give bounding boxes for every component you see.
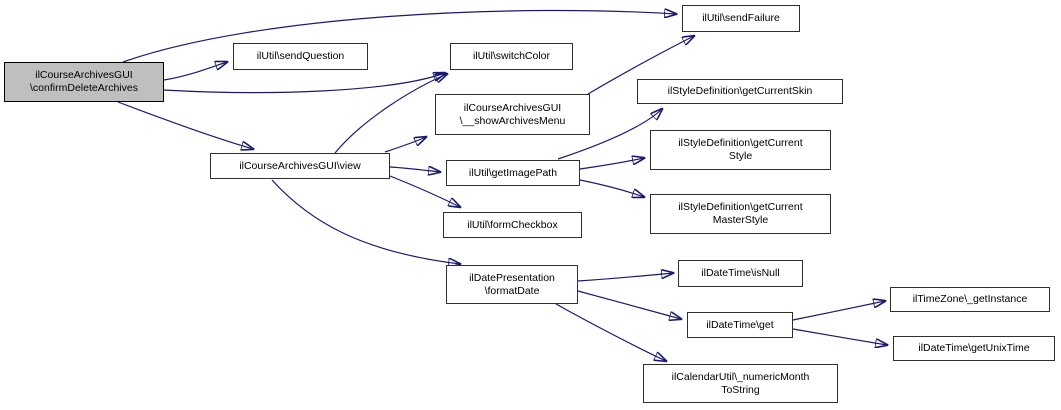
edge-confirmDeleteArchives-sendQuestion xyxy=(163,62,227,81)
node-get-current-style[interactable]: ilStyleDefinition\getCurrent Style xyxy=(650,130,831,170)
node-get-current-master-style[interactable]: ilStyleDefinition\getCurrent MasterStyle xyxy=(650,194,831,234)
node-show-archives-menu[interactable]: ilCourseArchivesGUI \__showArchivesMenu xyxy=(435,94,590,135)
edge-get-getUnixTime xyxy=(792,328,887,345)
edge-confirmDeleteArchives-switchColor xyxy=(163,73,445,94)
node-form-checkbox[interactable]: ilUtil\formCheckbox xyxy=(443,212,582,238)
edge-formatDate-get xyxy=(577,290,681,319)
edge-formatDate-isNull xyxy=(577,273,673,282)
node-view[interactable]: ilCourseArchivesGUI\view xyxy=(210,153,390,179)
edge-view-switchColor xyxy=(334,74,447,154)
node-is-null[interactable]: ilDateTime\isNull xyxy=(678,260,803,287)
node-send-failure[interactable]: ilUtil\sendFailure xyxy=(682,5,800,32)
node-timezone-get-instance[interactable]: ilTimeZone\_getInstance xyxy=(890,287,1050,312)
node-get-unix-time[interactable]: ilDateTime\getUnixTime xyxy=(893,336,1055,361)
node-numeric-month-to-string[interactable]: ilCalendarUtil\_numericMonth ToString xyxy=(643,364,838,403)
edge-getImagePath-getCurrentSkin xyxy=(557,109,662,160)
edge-view-getImagePath xyxy=(389,167,440,172)
edge-confirmDeleteArchives-view xyxy=(117,101,253,149)
node-date-time-get[interactable]: ilDateTime\get xyxy=(687,312,793,338)
edge-confirmDeleteArchives-sendFailure xyxy=(122,10,676,63)
edge-view-showArchivesMenu xyxy=(384,137,426,153)
node-send-question[interactable]: ilUtil\sendQuestion xyxy=(233,43,368,70)
node-switch-color[interactable]: ilUtil\switchColor xyxy=(450,43,573,70)
edge-formatDate-numericMonthToString xyxy=(555,303,666,361)
edge-getImagePath-getCurrentMasterStyle xyxy=(579,179,644,197)
edge-getImagePath-getCurrentStyle xyxy=(579,158,644,170)
node-confirm-delete-archives: ilCourseArchivesGUI \confirmDeleteArchiv… xyxy=(4,62,164,102)
edge-view-formatDate xyxy=(271,179,460,264)
node-get-current-skin[interactable]: ilStyleDefinition\getCurrentSkin xyxy=(637,79,843,104)
edge-showArchivesMenu-sendFailure xyxy=(587,36,694,95)
edge-get-getInstance xyxy=(792,301,885,321)
node-get-image-path[interactable]: ilUtil\getImagePath xyxy=(446,160,580,186)
edge-view-formCheckbox xyxy=(389,175,460,207)
node-format-date[interactable]: ilDatePresentation \formatDate xyxy=(446,265,578,304)
